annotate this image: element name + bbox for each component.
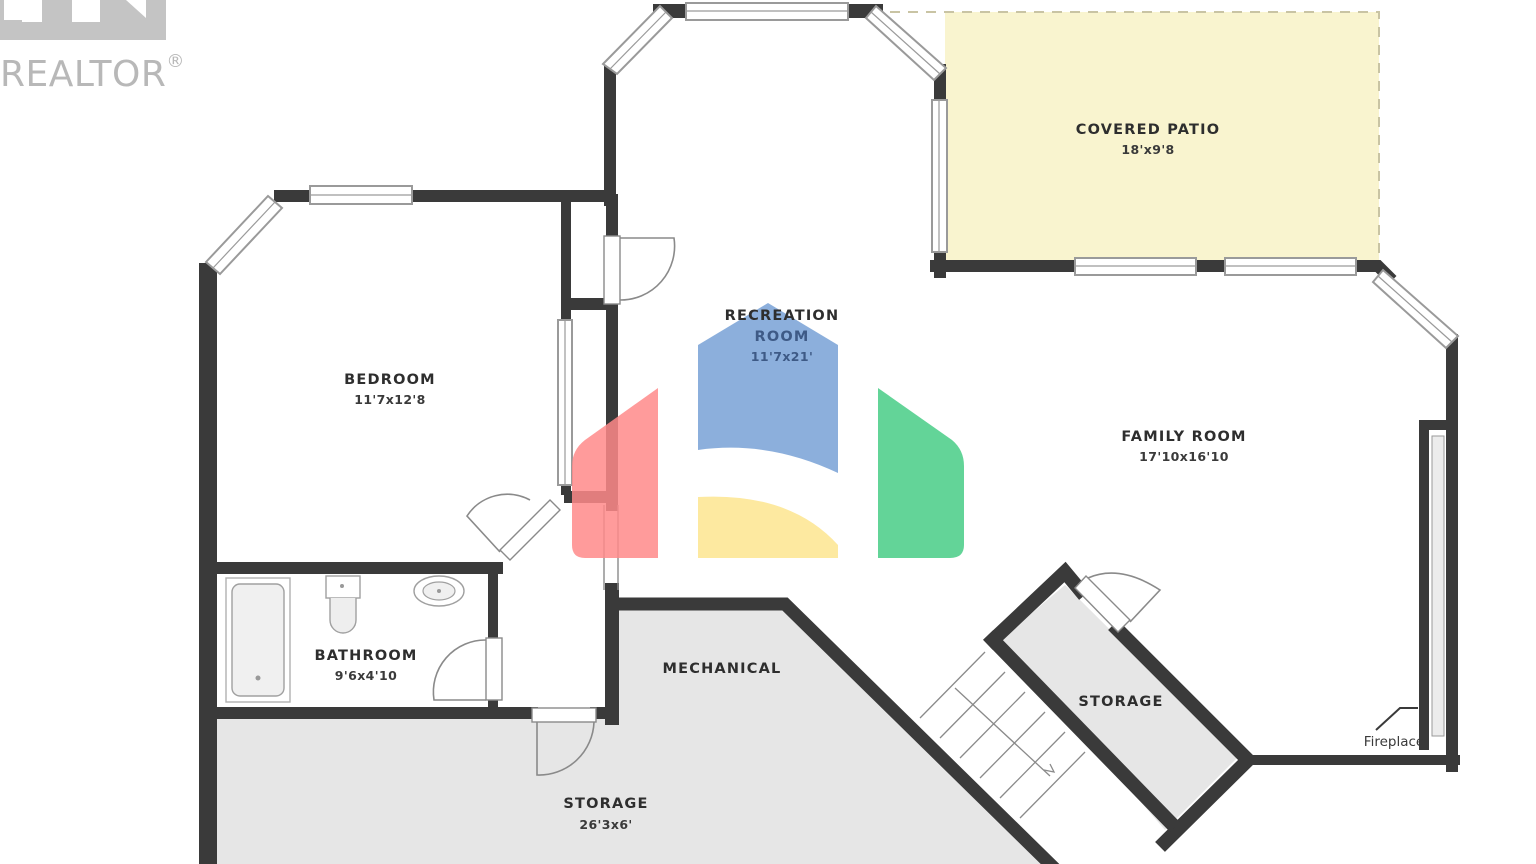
windows <box>204 2 1460 486</box>
recreation-room-label-line2: ROOM <box>754 329 809 345</box>
covered-patio-dimensions: 18'x9'8 <box>1121 142 1174 157</box>
doors <box>432 235 1162 776</box>
bathtub-icon <box>225 577 291 703</box>
mechanical-label: MECHANICAL <box>663 661 782 677</box>
sink-icon <box>413 575 465 607</box>
covered-patio-label: COVERED PATIO <box>1076 122 1220 138</box>
family-room-dimensions: 17'10x16'10 <box>1139 449 1229 464</box>
bedroom-label: BEDROOM <box>344 372 436 388</box>
storage-main-label: STORAGE <box>563 796 648 812</box>
realtor-logo-icon <box>0 0 166 40</box>
registered-mark: ® <box>166 51 185 72</box>
recreation-room-dimensions: 11'7x21' <box>751 349 813 364</box>
bathroom-label: BATHROOM <box>314 648 417 664</box>
recreation-room-label-line1: RECREATION <box>725 308 840 324</box>
fireplace-label: Fireplace <box>1364 734 1424 750</box>
covered-patio-area <box>945 12 1379 266</box>
stairs-icon <box>919 651 1086 819</box>
bedroom-dimensions: 11'7x12'8 <box>354 392 426 407</box>
storage-stair-area <box>1000 585 1238 830</box>
bathroom-dimensions: 9'6x4'10 <box>335 668 397 683</box>
mechanical-area <box>215 604 1050 864</box>
storage-main-dimensions: 26'3x6' <box>579 817 632 832</box>
storage-stair-label: STORAGE <box>1078 694 1163 710</box>
realtor-brand-text: REALTOR <box>0 54 167 95</box>
family-room-label: FAMILY ROOM <box>1121 429 1246 445</box>
brand-house-logo-icon <box>572 303 964 558</box>
realtor-watermark: REALTOR® <box>0 48 185 95</box>
toilet-icon <box>325 575 361 634</box>
